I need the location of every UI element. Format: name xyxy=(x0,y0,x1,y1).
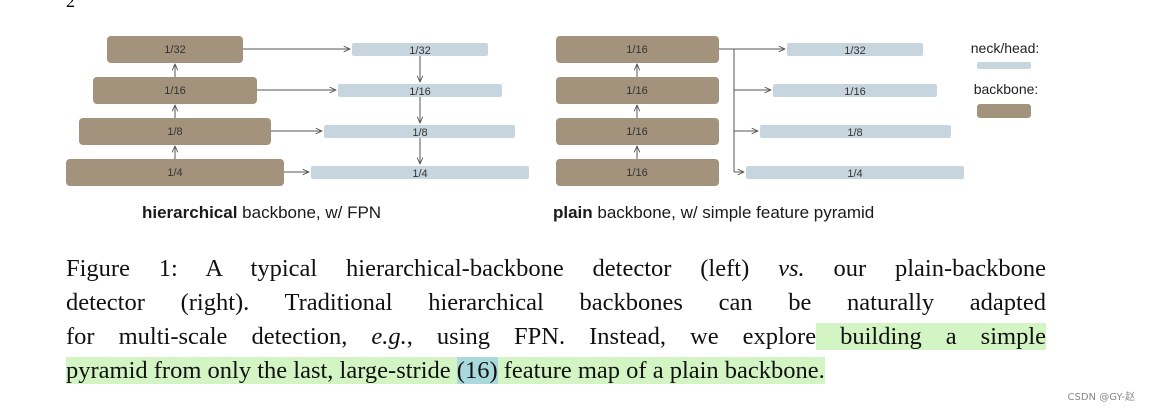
right-backbone-label: 1/16 xyxy=(626,167,647,179)
left-neck-label: 1/32 xyxy=(409,45,430,57)
legend: neck/head: backbone: xyxy=(971,40,1040,118)
left-neck-box-1-4 xyxy=(311,166,529,179)
caption-highlight: pyramid from only the last, large-stride xyxy=(66,357,457,384)
figure-diagram: 1/32 1/16 1/8 1/4 1/32 1/16 1/8 1/4 1/16 xyxy=(66,36,1040,186)
left-backbone-box-1-4 xyxy=(66,159,284,186)
left-backbone-label: 1/8 xyxy=(167,126,182,138)
watermark: CSDN @GY-赵 xyxy=(1067,392,1135,403)
right-backbone-box xyxy=(556,36,719,63)
right-neck-box-1-8 xyxy=(760,125,951,138)
left-panel-caption: hierarchical backbone, w/ FPN xyxy=(142,203,381,223)
figure-caption: Figure 1: A typical hierarchical-backbon… xyxy=(66,252,1047,388)
left-neck-label: 1/8 xyxy=(412,127,427,139)
legend-backbone-swatch xyxy=(977,104,1031,118)
legend-neck-swatch xyxy=(977,62,1031,69)
right-backbone-label: 1/16 xyxy=(626,85,647,97)
caption-line-2: detector (right). Traditional hierarchic… xyxy=(66,289,1046,316)
caption-highlight-stride: (16) xyxy=(456,357,498,384)
left-backbone-label: 1/32 xyxy=(164,44,185,56)
page-number: 2 xyxy=(66,0,75,11)
left-backbone-label: 1/16 xyxy=(164,85,185,97)
right-neck-label: 1/4 xyxy=(847,168,862,180)
left-backbone-box-1-8 xyxy=(79,118,271,145)
caption-text: , using FPN. Instead, we explore xyxy=(406,323,817,350)
caption-line-3: for multi-scale detection, e.g., using F… xyxy=(66,320,1047,354)
right-backbone-box xyxy=(556,118,719,145)
left-caption-rest: backbone, w/ FPN xyxy=(237,203,382,222)
right-backbone-label: 1/16 xyxy=(626,126,647,138)
right-neck-label: 1/16 xyxy=(844,86,865,98)
caption-highlight: feature map of a plain backbone. xyxy=(497,357,825,384)
legend-neck-head-label: neck/head: xyxy=(971,40,1040,56)
right-panel: 1/16 1/16 1/16 1/16 1/32 1/16 1/8 1/4 xyxy=(556,36,964,186)
caption-text: Figure 1: A typical hierarchical-backbon… xyxy=(66,255,779,282)
caption-line-1: Figure 1: A typical hierarchical-backbon… xyxy=(66,252,1046,286)
left-backbone-box-1-32 xyxy=(107,36,243,63)
left-backbone-box-1-16 xyxy=(93,77,257,104)
left-panel: 1/32 1/16 1/8 1/4 1/32 1/16 1/8 1/4 xyxy=(66,36,529,186)
caption-vs: vs. xyxy=(778,255,805,282)
right-panel-caption: plain backbone, w/ simple feature pyrami… xyxy=(553,203,874,223)
right-neck-box-1-16 xyxy=(773,84,937,97)
legend-backbone-label: backbone: xyxy=(974,81,1039,97)
left-neck-box-1-8 xyxy=(324,125,515,138)
caption-line-4: pyramid from only the last, large-stride… xyxy=(66,354,1046,388)
right-neck-label: 1/32 xyxy=(844,45,865,57)
right-backbone-box xyxy=(556,77,719,104)
right-neck-label: 1/8 xyxy=(847,127,862,139)
right-backbone-box xyxy=(556,159,719,186)
left-neck-box-1-32 xyxy=(352,43,488,56)
left-backbone-label: 1/4 xyxy=(167,167,182,179)
right-neck-box-1-4 xyxy=(746,166,964,179)
right-caption-bold: plain xyxy=(553,203,593,222)
caption-eg: e.g. xyxy=(371,323,407,350)
left-neck-box-1-16 xyxy=(338,84,502,97)
left-neck-label: 1/16 xyxy=(409,86,430,98)
caption-highlight: building a simple xyxy=(816,323,1047,350)
right-neck-box-1-32 xyxy=(787,43,923,56)
right-caption-rest: backbone, w/ simple feature pyramid xyxy=(592,203,875,222)
right-backbone-label: 1/16 xyxy=(626,44,647,56)
left-caption-bold: hierarchical xyxy=(142,203,238,222)
left-neck-label: 1/4 xyxy=(412,168,427,180)
caption-text: our plain-backbone xyxy=(804,255,1046,282)
caption-text: for multi-scale detection, xyxy=(66,323,372,350)
